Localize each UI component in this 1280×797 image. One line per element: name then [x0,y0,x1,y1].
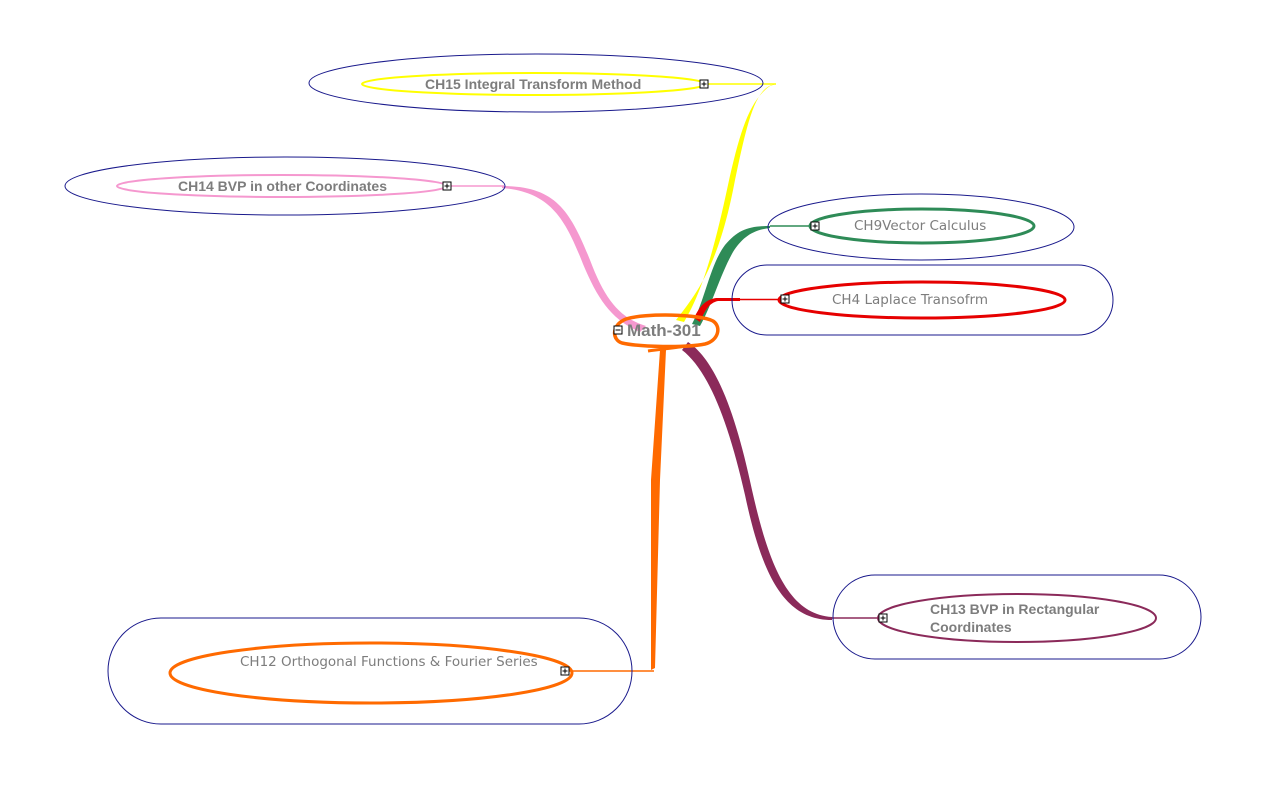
topic-label-ch4[interactable]: CH4 Laplace Transofrm [832,292,989,308]
expand-icon-ch15[interactable] [699,79,709,89]
root-oval [612,313,720,349]
topic-oval-ch13 [877,593,1157,643]
boundary-ch15 [308,53,764,113]
topic-label-ch13[interactable]: CH13 BVP in Rectangular Coordinates [930,601,1100,635]
topic-oval-ch4 [777,280,1067,320]
node-boundaries [64,53,1202,725]
collapse-icon[interactable] [613,325,623,335]
expand-icon-ch13[interactable] [878,613,888,623]
branch-ch15 [676,84,776,322]
topic-label-ch15[interactable]: CH15 Integral Transform Method [425,76,642,92]
branch-ch4 [694,298,740,322]
topic-label-ch14[interactable]: CH14 BVP in other Coordinates [178,178,388,194]
root-underline [647,344,687,353]
boundary-ch4 [731,264,1114,336]
expand-icon-ch14[interactable] [442,181,452,191]
root-label[interactable]: Math-301 [627,321,701,340]
expand-icon-ch9[interactable] [810,221,820,231]
branch-ch12 [651,350,666,670]
branch-connectors [446,83,882,672]
boundary-ch9 [767,193,1075,261]
boundary-ch12 [107,617,633,725]
expand-icon-ch12[interactable] [560,666,570,676]
branch-ch14 [502,186,646,332]
boundary-ch13 [832,574,1202,660]
expand-icon-ch4[interactable] [780,294,790,304]
topic-label-ch12[interactable]: CH12 Orthogonal Functions & Fourier Seri… [240,654,538,670]
branch-ch13 [682,342,832,620]
topic-oval-ch12 [168,641,574,705]
root-node[interactable] [612,313,720,353]
topic-label-ch9[interactable]: CH9Vector Calculus [854,218,987,234]
topic-oval-ch9 [808,207,1036,245]
toggles [442,79,888,676]
boundary-ch14 [64,156,506,216]
